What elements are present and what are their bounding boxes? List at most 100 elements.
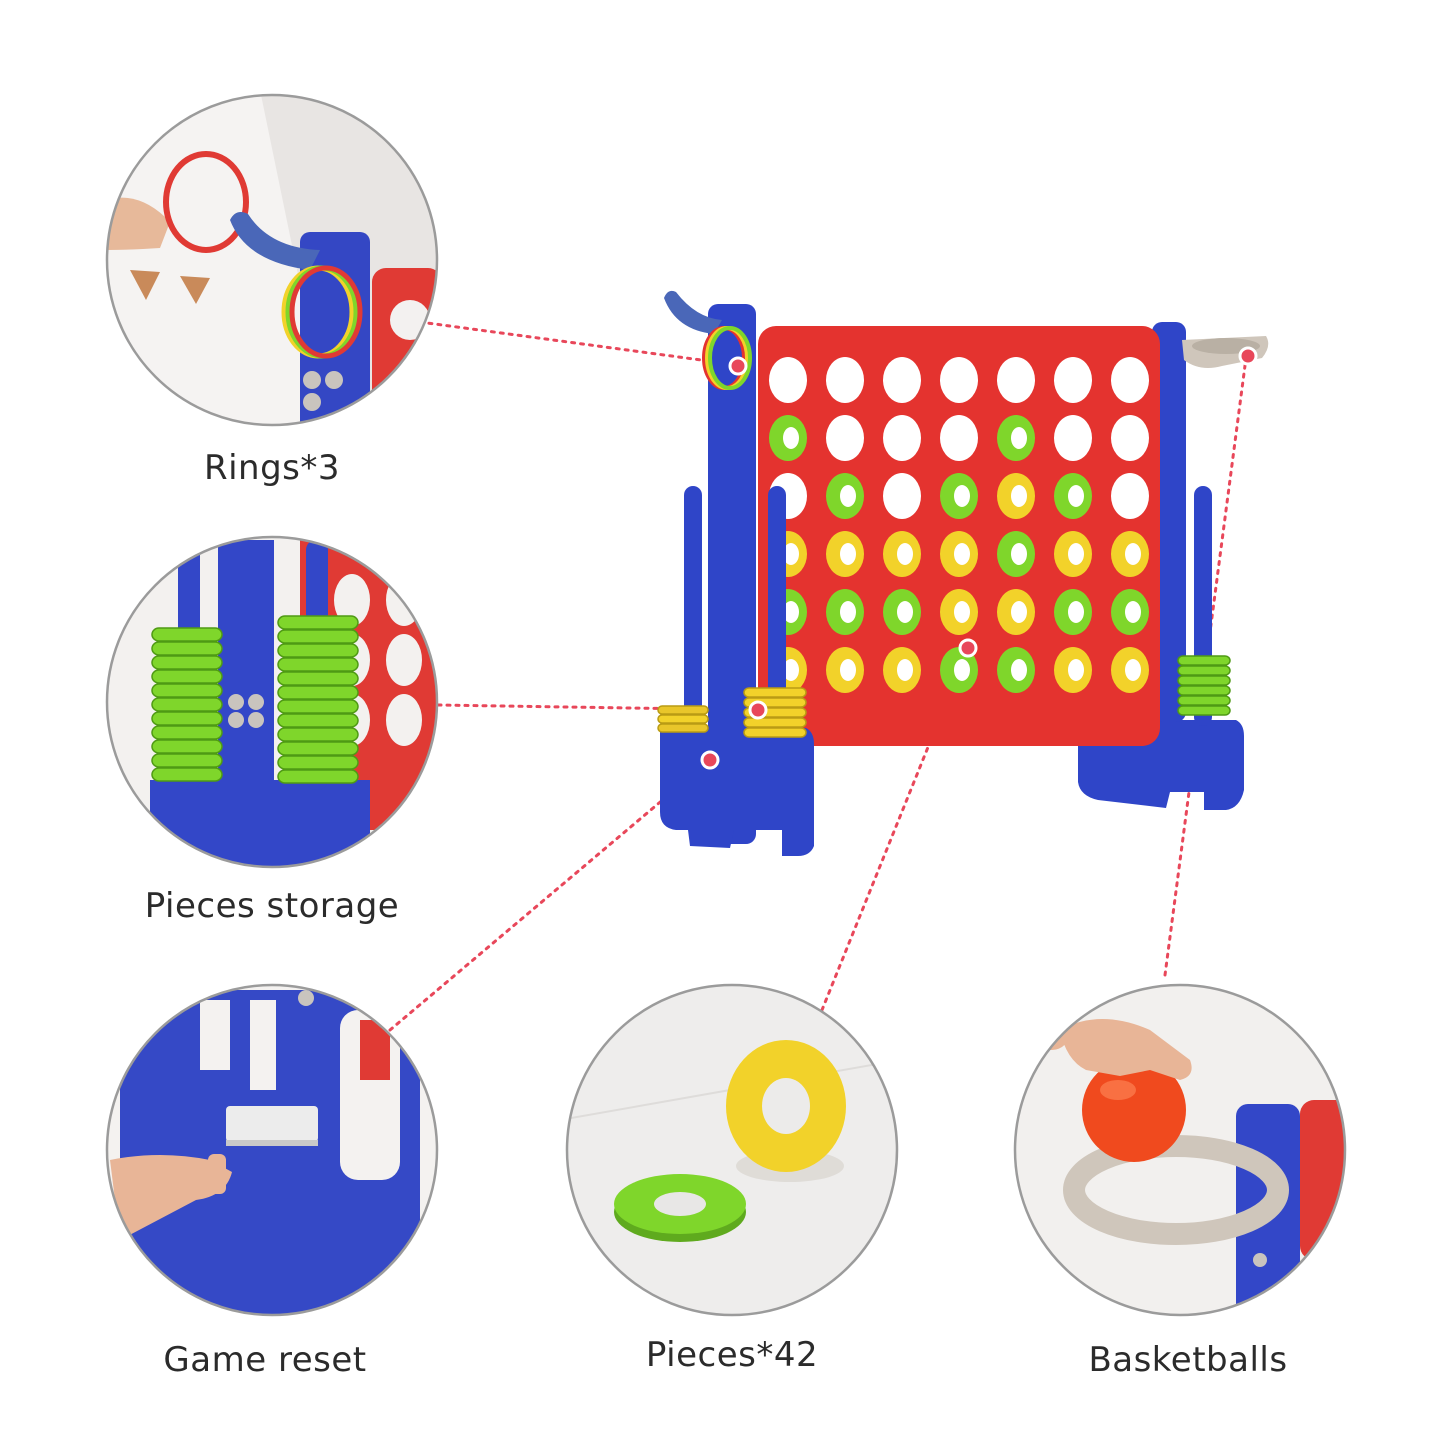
green-piece [151,725,223,740]
board-cell [826,415,864,461]
board-cell-hole [954,485,970,507]
board-cell [769,357,807,403]
board-cell-hole [897,659,913,681]
board-cell [1111,357,1149,403]
detail-photo-reset [105,983,439,1317]
callout-line-reset [388,758,712,1032]
detail-photo-rings [105,93,439,427]
green-piece [277,755,359,770]
green-piece [1177,665,1231,676]
label-pieces-storage: Pieces storage [144,886,400,926]
right-upright [1152,322,1186,722]
detail-photo-basketballs [1013,983,1347,1317]
board-cell-hole [783,659,799,681]
board-cell-hole [840,601,856,623]
board-cell-hole [783,601,799,623]
left-upright [708,304,756,844]
board-grid [769,357,1149,693]
label-rings: Rings*3 [203,448,341,488]
board-cell-hole [840,543,856,565]
board-cell [1111,415,1149,461]
green-piece [277,769,359,784]
green-piece [1177,695,1231,706]
green-piece [151,697,223,712]
dot-reset [700,750,720,770]
board-cell-hole [897,601,913,623]
board-cell [1054,415,1092,461]
board-cell-hole [1068,659,1084,681]
green-piece [151,683,223,698]
green-piece [277,699,359,714]
green-piece [151,711,223,726]
board-cell [997,357,1035,403]
dot-rings [728,356,748,376]
board-cell-hole [954,659,970,681]
board-cell-hole [1125,659,1141,681]
board-cell [883,473,921,519]
green-piece [277,685,359,700]
yellow-piece-stack-outer [657,705,709,733]
board-cell [883,357,921,403]
dot-pieces [958,638,978,658]
green-piece [277,657,359,672]
green-piece [151,739,223,754]
ring-hook [664,290,722,334]
green-piece [151,641,223,656]
board-cell-hole [1011,485,1027,507]
board-cell-hole [783,543,799,565]
connect-four-game-set [657,290,1269,856]
green-piece [151,753,223,768]
board-cell-hole [1068,601,1084,623]
label-pieces: Pieces*42 [645,1335,819,1375]
green-piece [277,643,359,658]
left-leg [660,728,814,856]
yellow-piece [743,687,807,698]
board-cell-hole [954,601,970,623]
green-piece [277,727,359,742]
green-piece [1177,685,1231,696]
callout-line-rings [418,320,740,367]
board-cell-hole [1011,427,1027,449]
green-piece [277,615,359,630]
board-cell [940,357,978,403]
left-storage-post-outer [684,486,702,726]
detail-photo-pieces [565,983,899,1317]
dot-storage [748,700,768,720]
green-piece-stack-right [1177,655,1231,716]
green-piece [277,741,359,756]
board-cell [883,415,921,461]
yellow-piece [743,727,807,738]
green-piece [1177,655,1231,666]
detail-photo-storage [105,535,439,869]
board-cell-hole [897,543,913,565]
green-piece [151,767,223,782]
left-storage-post-inner [768,486,786,726]
green-piece [151,627,223,642]
green-piece [277,629,359,644]
board-cell-hole [783,427,799,449]
green-piece [277,671,359,686]
board-cell-hole [1068,543,1084,565]
board-cell [1054,357,1092,403]
board-cell-hole [1011,659,1027,681]
board-cell-hole [1125,601,1141,623]
green-piece [1177,675,1231,686]
yellow-piece [743,717,807,728]
rings-on-hook [702,326,752,390]
green-piece [277,713,359,728]
board-cell-hole [840,659,856,681]
board-cell-hole [840,485,856,507]
label-game-reset: Game reset [163,1340,367,1380]
board-cell [826,357,864,403]
dot-basket [1238,346,1258,366]
board-cell [1111,473,1149,519]
board-cell-hole [1125,543,1141,565]
callout-dots [700,346,1258,770]
board-cell-hole [1068,485,1084,507]
callout-line-storage [436,703,760,712]
board-cell-hole [1011,543,1027,565]
board-cell-hole [954,543,970,565]
board-cell-hole [1011,601,1027,623]
green-piece [151,669,223,684]
